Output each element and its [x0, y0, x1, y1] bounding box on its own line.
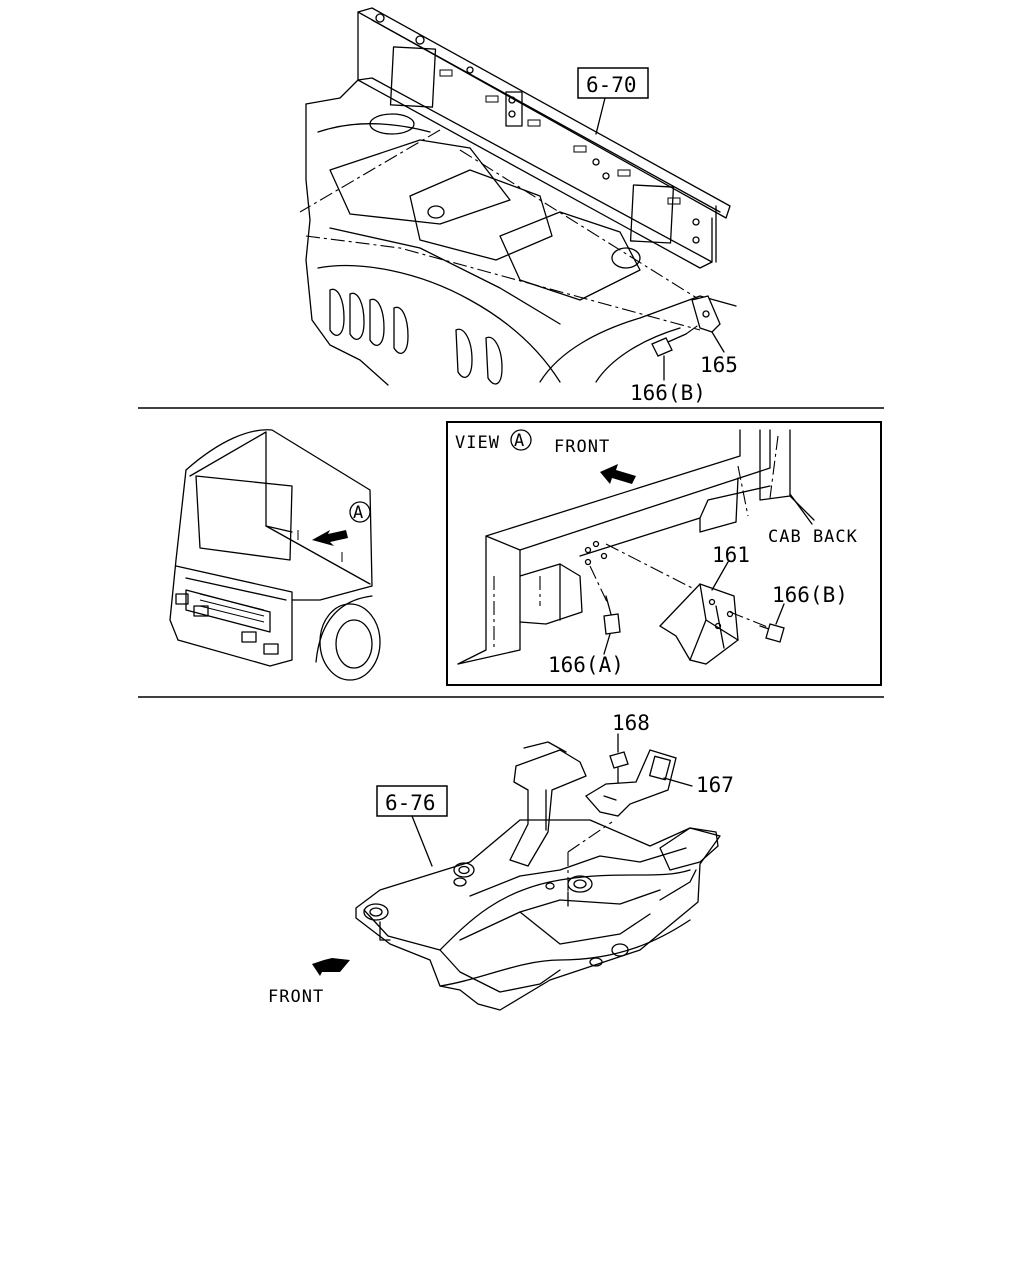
callout-166b-view: 166(B) [772, 583, 848, 607]
ref-label-6-76: 6-76 [385, 791, 436, 815]
top-rear-floor-illustration [299, 7, 737, 386]
ref-label-6-70: 6-70 [586, 73, 637, 97]
truck-cab-illustration: A [169, 429, 381, 681]
callout-6-76: 6-76 [376, 785, 448, 867]
front-label-bottom: FRONT [268, 987, 324, 1007]
callout-166b-top: 166(B) [630, 381, 706, 405]
view-a-box: VIEW A FRONT 161 [446, 421, 882, 686]
part-168-nut: 168 [609, 711, 650, 791]
callout-168: 168 [612, 711, 650, 735]
part-167-clamp: 167 [584, 749, 734, 817]
view-marker-a-cab: A [353, 503, 364, 523]
view-label: VIEW [455, 433, 500, 453]
callout-167: 167 [696, 773, 734, 797]
view-marker-a: A [514, 431, 525, 451]
callout-165: 165 [700, 353, 738, 377]
bottom-floor-illustration [355, 741, 721, 1011]
part-166b-bolt-top: 166(B) [630, 323, 706, 405]
callout-6-70: 6-70 [577, 67, 649, 135]
front-arrow-bottom: FRONT [268, 958, 350, 1007]
cab-back-label: CAB BACK [768, 527, 858, 547]
callout-166a: 166(A) [548, 653, 624, 677]
part-165-bracket: 165 [691, 295, 738, 377]
callout-161: 161 [712, 543, 750, 567]
front-label-view: FRONT [554, 437, 610, 457]
